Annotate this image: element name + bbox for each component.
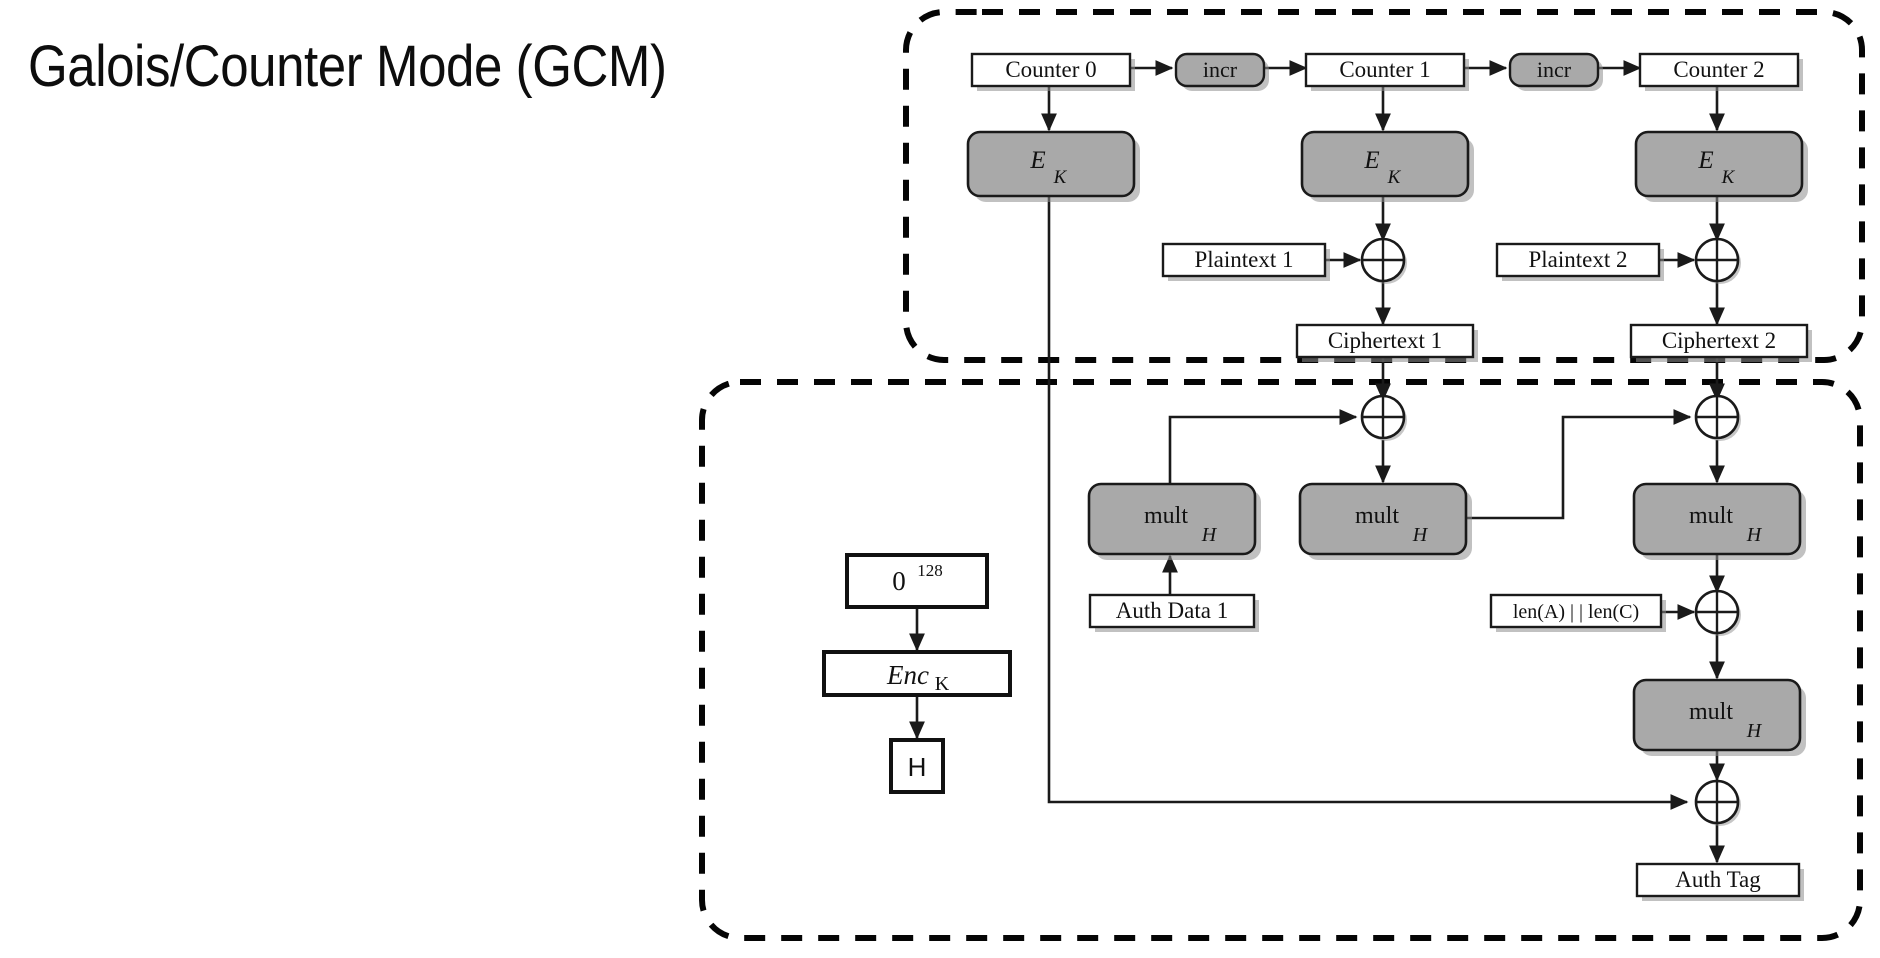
counter1-label: Counter 1 [1339, 57, 1430, 82]
ek1-subscript: K [1387, 167, 1402, 188]
xor-len[interactable] [1694, 589, 1741, 636]
node-ek0[interactable]: E K [966, 130, 1140, 202]
ciphertext2-label: Ciphertext 2 [1662, 328, 1776, 353]
multA-subscript: H [1201, 524, 1218, 546]
node-incr2[interactable]: incr [1508, 52, 1603, 91]
node-multD[interactable]: mult H [1632, 678, 1806, 756]
node-incr1[interactable]: incr [1174, 52, 1269, 91]
ciphertext1-label: Ciphertext 1 [1328, 328, 1442, 353]
node-ciphertext2[interactable]: Ciphertext 2 [1629, 323, 1812, 362]
enck-label: Enc [886, 660, 929, 690]
ek2-subscript: K [1721, 167, 1736, 188]
multD-label: mult [1689, 699, 1733, 725]
multC-subscript: H [1746, 524, 1763, 546]
plaintext2-label: Plaintext 2 [1528, 247, 1627, 272]
node-plaintext1[interactable]: Plaintext 1 [1161, 242, 1330, 281]
zero128-exponent: 128 [917, 561, 943, 580]
node-authtag[interactable]: Auth Tag [1635, 862, 1804, 901]
enck-subscript: K [935, 673, 950, 695]
multB-subscript: H [1412, 524, 1429, 546]
authentication-region [699, 379, 1863, 941]
incr1-label: incr [1203, 57, 1238, 82]
edge-multA-xorg1 [1168, 408, 1358, 490]
page-title: Galois/Counter Mode (GCM) [28, 34, 667, 99]
xor-plaintext-2[interactable] [1694, 237, 1741, 284]
incr2-label: incr [1537, 57, 1572, 82]
node-enck[interactable]: Enc K [822, 650, 1012, 697]
node-multC[interactable]: mult H [1632, 482, 1806, 560]
ek0-subscript: K [1053, 167, 1068, 188]
plaintext1-label: Plaintext 1 [1194, 247, 1293, 272]
multC-label: mult [1689, 503, 1733, 529]
counter2-label: Counter 2 [1673, 57, 1764, 82]
lenac-label: len(A) | | len(C) [1513, 601, 1639, 623]
edge-ek0-final-xor [1047, 196, 1689, 811]
node-hbox[interactable]: H [889, 738, 945, 794]
node-ciphertext1[interactable]: Ciphertext 1 [1295, 323, 1478, 362]
node-lenac[interactable]: len(A) | | len(C) [1489, 593, 1666, 632]
node-multB[interactable]: mult H [1298, 482, 1472, 560]
multD-subscript: H [1746, 720, 1763, 742]
xor-ghash-1[interactable] [1360, 394, 1407, 441]
xor-ghash-2[interactable] [1694, 394, 1741, 441]
node-counter1[interactable]: Counter 1 [1304, 52, 1469, 91]
ek2-label: E [1697, 147, 1713, 174]
node-plaintext2[interactable]: Plaintext 2 [1495, 242, 1664, 281]
counter0-label: Counter 0 [1005, 57, 1096, 82]
node-zero128[interactable]: 0 128 [845, 553, 989, 609]
node-ek2[interactable]: E K [1634, 130, 1808, 202]
xor-final[interactable] [1694, 779, 1741, 826]
multB-label: mult [1355, 503, 1399, 529]
ek0-label: E [1029, 147, 1045, 174]
node-authdata1[interactable]: Auth Data 1 [1088, 593, 1259, 632]
node-counter2[interactable]: Counter 2 [1638, 52, 1803, 91]
node-ek1[interactable]: E K [1300, 130, 1474, 202]
zero128-label: 0 [892, 566, 906, 596]
xor-plaintext-1[interactable] [1360, 237, 1407, 284]
authtag-label: Auth Tag [1675, 867, 1761, 892]
connectors [908, 59, 1726, 864]
node-multA[interactable]: mult H [1087, 482, 1261, 560]
hbox-label: H [908, 752, 927, 782]
authdata1-label: Auth Data 1 [1116, 598, 1228, 623]
multA-label: mult [1144, 503, 1188, 529]
edge-multB-xorg2 [1451, 408, 1692, 520]
ek1-label: E [1363, 147, 1379, 174]
node-counter0[interactable]: Counter 0 [970, 52, 1135, 91]
